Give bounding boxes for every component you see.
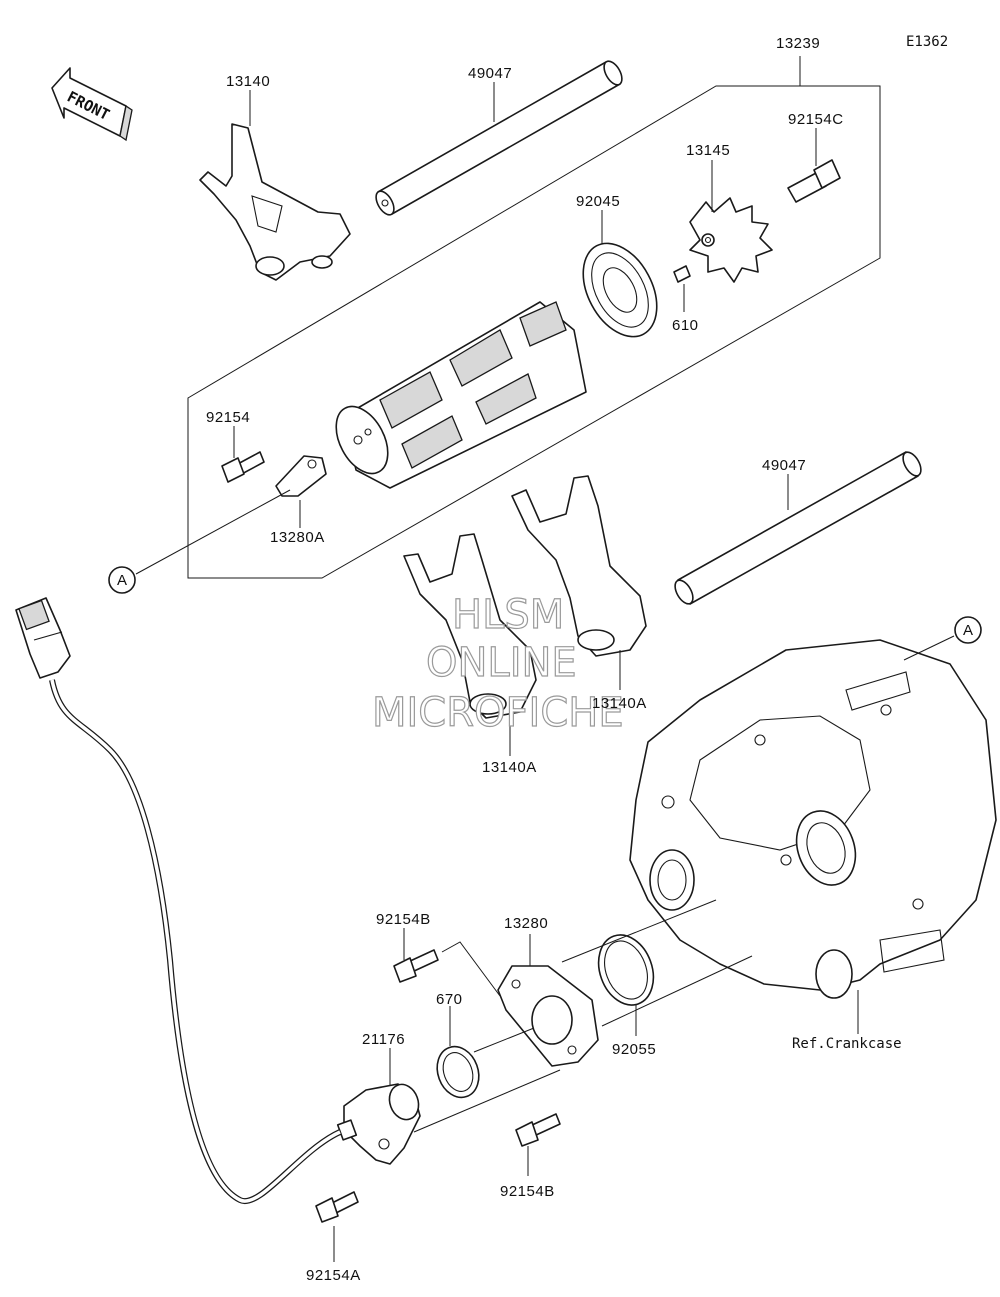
label-92154b-top: 92154B: [376, 911, 431, 928]
label-670: 670: [436, 991, 463, 1008]
diagram-code: E1362: [906, 34, 948, 50]
crankcase: [629, 639, 997, 999]
bolt-92154: [221, 451, 265, 483]
label-21176: 21176: [362, 1031, 405, 1048]
label-49047-upper: 49047: [468, 65, 512, 82]
label-92154a: 92154A: [306, 1267, 361, 1284]
shift-fork-lower-left: [403, 533, 537, 719]
label-13140a-left: 13140A: [482, 759, 537, 776]
watermark-line-1: HLSM: [452, 592, 564, 638]
label-13140: 13140: [226, 73, 270, 90]
shift-fork-upper: [199, 123, 351, 281]
drum-holder: [275, 455, 327, 497]
reference-marker-a-left: A: [108, 566, 136, 594]
bolt-92154c: [787, 159, 841, 203]
label-610: 610: [672, 317, 699, 334]
o-ring-large: [597, 934, 655, 1006]
bolt-92154b-bottom: [515, 1113, 561, 1147]
label-92154: 92154: [206, 409, 250, 426]
bolt-92154b-top: [393, 949, 439, 983]
shift-fork-lower-right: [511, 475, 647, 657]
bearing: [582, 242, 658, 338]
sensor: [336, 1083, 421, 1165]
assembly-bracket: [187, 56, 881, 579]
shift-drum: [335, 301, 587, 489]
fork-rod-lower: [674, 451, 922, 605]
label-13145: 13145: [686, 142, 730, 159]
svg-text:A: A: [963, 622, 974, 639]
ref-crankcase-note: Ref.Crankcase: [792, 1036, 902, 1052]
svg-text:A: A: [117, 572, 128, 589]
label-13140a-right: 13140A: [592, 695, 647, 712]
label-92154c: 92154C: [788, 111, 844, 128]
label-92045: 92045: [576, 193, 620, 210]
label-92055: 92055: [612, 1041, 656, 1058]
label-49047-lower: 49047: [762, 457, 806, 474]
drum-gear: [689, 197, 773, 283]
reference-marker-a-right: A: [954, 616, 982, 644]
label-92154b-bottom: 92154B: [500, 1183, 555, 1200]
pin: [673, 265, 691, 283]
sensor-holder: [497, 965, 599, 1067]
label-13280a: 13280A: [270, 529, 325, 546]
front-arrow-icon: FRONT: [51, 67, 133, 142]
label-13239: 13239: [776, 35, 820, 52]
watermark-line-2: ONLINE: [426, 640, 577, 686]
fork-rod-upper: [375, 60, 623, 216]
label-13280: 13280: [504, 915, 548, 932]
bolt-92154a: [315, 1191, 359, 1223]
watermark-line-3: MICROFICHE: [372, 690, 624, 736]
o-ring-small: [436, 1045, 480, 1099]
sensor-connector: [15, 597, 71, 679]
